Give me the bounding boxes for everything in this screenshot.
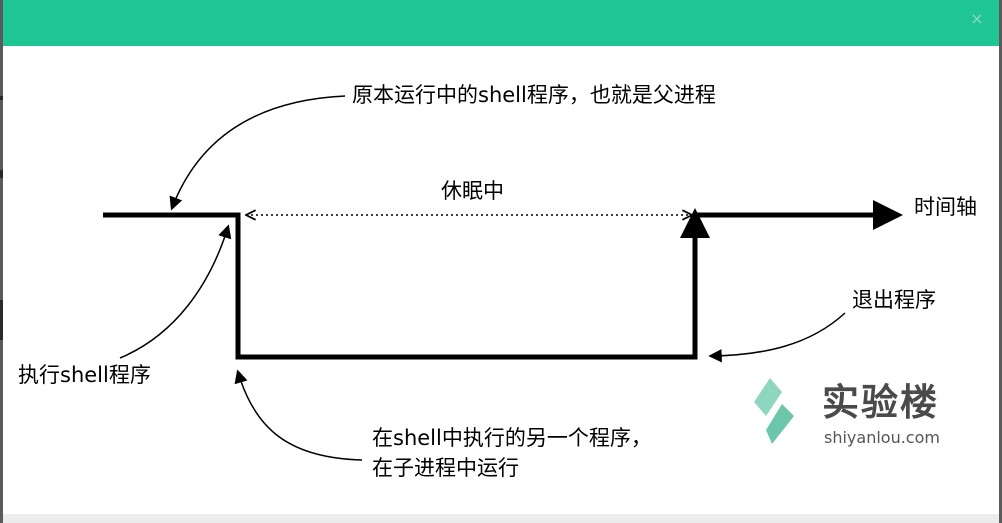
logo-domain: shiyanlou.com [824,428,940,447]
exec-shell-label: 执行shell程序 [18,363,151,387]
exit-program-callout-arrow [708,312,846,363]
sleeping-label: 休眠中 [441,179,504,203]
child-program-callout-arrow [234,369,363,461]
time-axis-arrowhead [873,200,903,230]
image-viewer-window: × [3,0,999,514]
return-up-arrowhead [680,208,710,238]
timeline-path [103,212,698,360]
child-program-label-line1: 在shell中执行的另一个程序， [372,426,652,450]
exec-shell-callout-arrow [119,224,232,359]
logo-name: 实验楼 [822,381,939,424]
left-edge-mark [0,96,3,100]
time-axis-label: 时间轴 [914,195,977,219]
window-footer [3,514,999,523]
close-icon[interactable]: × [970,9,984,28]
child-program-label-line2: 在子进程中运行 [372,456,519,480]
parent-shell-label: 原本运行中的shell程序，也就是父进程 [352,83,716,107]
left-edge-mark [0,170,3,178]
logo-mark-icon [766,404,794,444]
left-edge-mark [0,300,3,340]
exit-program-label: 退出程序 [852,288,936,312]
parent-shell-callout-arrow [169,95,346,211]
logo-mark-icon [754,378,782,416]
title-bar: × [3,0,999,46]
